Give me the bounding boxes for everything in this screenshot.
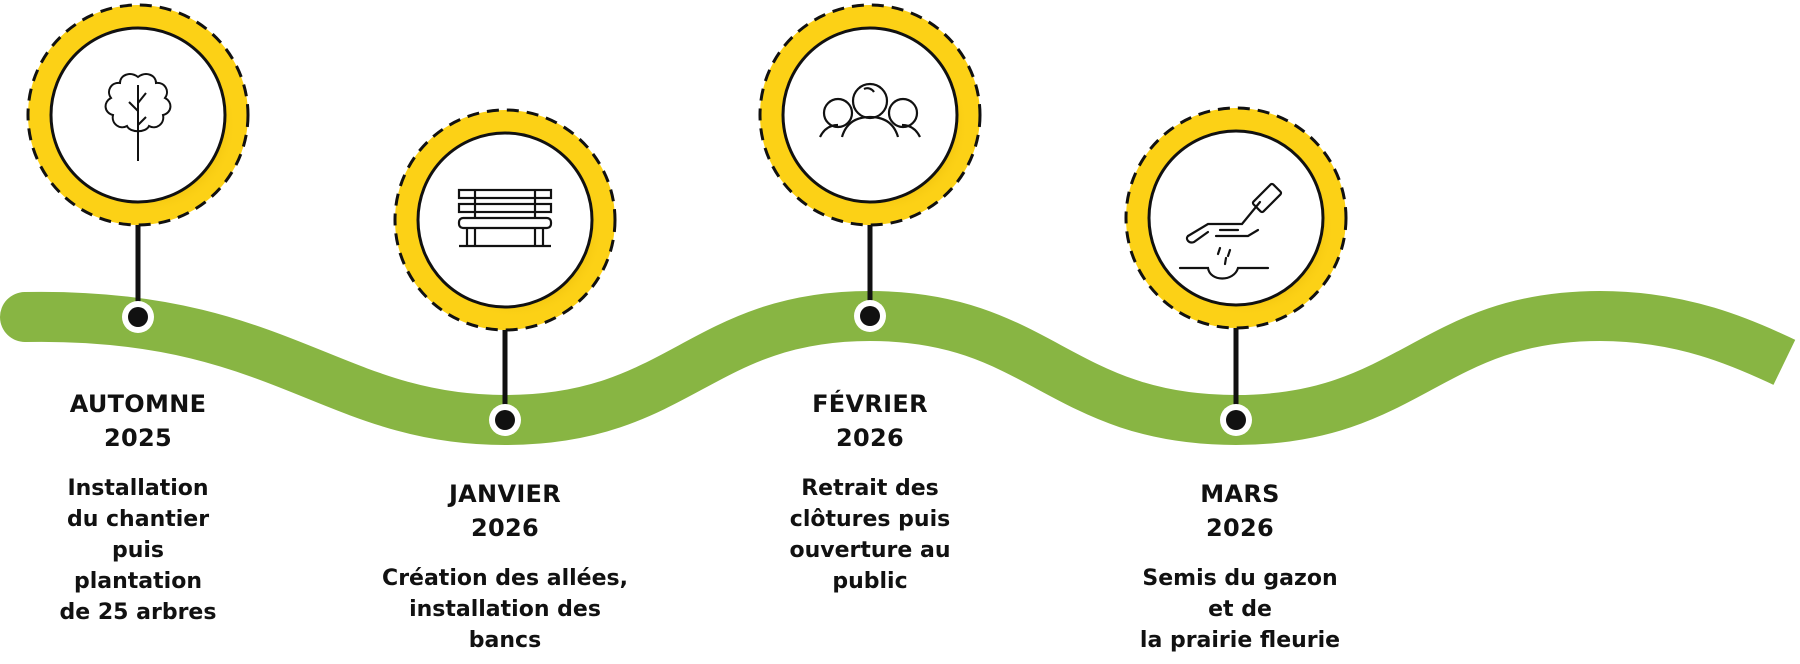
description-line: public <box>832 569 908 594</box>
description-line: la prairie fleurie <box>1139 628 1341 653</box>
description-line: Semis du gazon <box>1142 566 1338 591</box>
description-line: Installation <box>67 476 209 501</box>
wave-dot <box>1226 410 1246 430</box>
milestone-period: MARS 2026 <box>1140 477 1340 545</box>
people-icon <box>819 82 921 138</box>
milestone-period: AUTOMNE 2025 <box>60 387 217 455</box>
description-line: Création des allées, <box>382 566 628 591</box>
description-line: Retrait des <box>801 476 939 501</box>
milestone-description: Semis du gazon et de la prairie fleurie <box>1140 563 1340 656</box>
description-line: plantation <box>73 569 202 594</box>
dashed-ring-border <box>26 3 250 227</box>
dashed-ring-border <box>758 3 982 227</box>
milestone-description: Création des allées, installation des ba… <box>382 563 628 656</box>
milestone-period: JANVIER 2026 <box>382 477 628 545</box>
period-year: 2025 <box>103 424 172 452</box>
dashed-ring-border <box>393 108 617 332</box>
milestone-pin-2 <box>393 108 617 436</box>
description-line: puis <box>111 538 165 563</box>
icon-circle <box>1147 129 1325 307</box>
wave-dot <box>495 410 515 430</box>
sowing-hand-icon <box>1178 182 1283 280</box>
description-line: ouverture au <box>789 538 951 563</box>
period-name: FÉVRIER <box>812 390 928 418</box>
description-line: clôtures puis <box>789 507 951 532</box>
description-line: de 25 arbres <box>59 600 217 625</box>
milestone-label-4: MARS 2026 Semis du gazon et de la prairi… <box>1140 477 1340 656</box>
description-line: du chantier <box>66 507 210 532</box>
milestone-description: Installation du chantier puis plantation… <box>60 473 217 628</box>
period-year: 2026 <box>471 514 539 542</box>
icon-circle <box>781 26 959 204</box>
milestone-label-1: AUTOMNE 2025 Installation du chantier pu… <box>60 387 217 628</box>
wave-dot <box>860 306 880 326</box>
period-name: MARS <box>1200 480 1280 508</box>
period-year: 2026 <box>835 424 904 452</box>
dashed-ring-border <box>1124 106 1348 330</box>
milestone-label-2: JANVIER 2026 Création des allées, instal… <box>382 477 628 656</box>
description-line: bancs <box>468 628 542 653</box>
tree-icon <box>104 73 172 161</box>
period-name: AUTOMNE <box>69 390 207 418</box>
milestone-description: Retrait des clôtures puis ouverture au p… <box>789 473 950 597</box>
description-line: installation des <box>409 597 601 622</box>
bench-icon <box>457 188 553 248</box>
milestone-pin-1 <box>26 3 250 333</box>
period-name: JANVIER <box>448 480 562 508</box>
milestone-pin-4 <box>1124 106 1348 436</box>
milestone-period: FÉVRIER 2026 <box>789 387 950 455</box>
wave-dot <box>128 307 148 327</box>
milestone-label-3: FÉVRIER 2026 Retrait des clôtures puis o… <box>789 387 950 597</box>
period-year: 2026 <box>1205 514 1274 542</box>
icon-circle <box>416 131 594 309</box>
description-line: et de <box>1208 597 1272 622</box>
milestone-pin-3 <box>758 3 982 332</box>
timeline-wave <box>0 290 1800 446</box>
